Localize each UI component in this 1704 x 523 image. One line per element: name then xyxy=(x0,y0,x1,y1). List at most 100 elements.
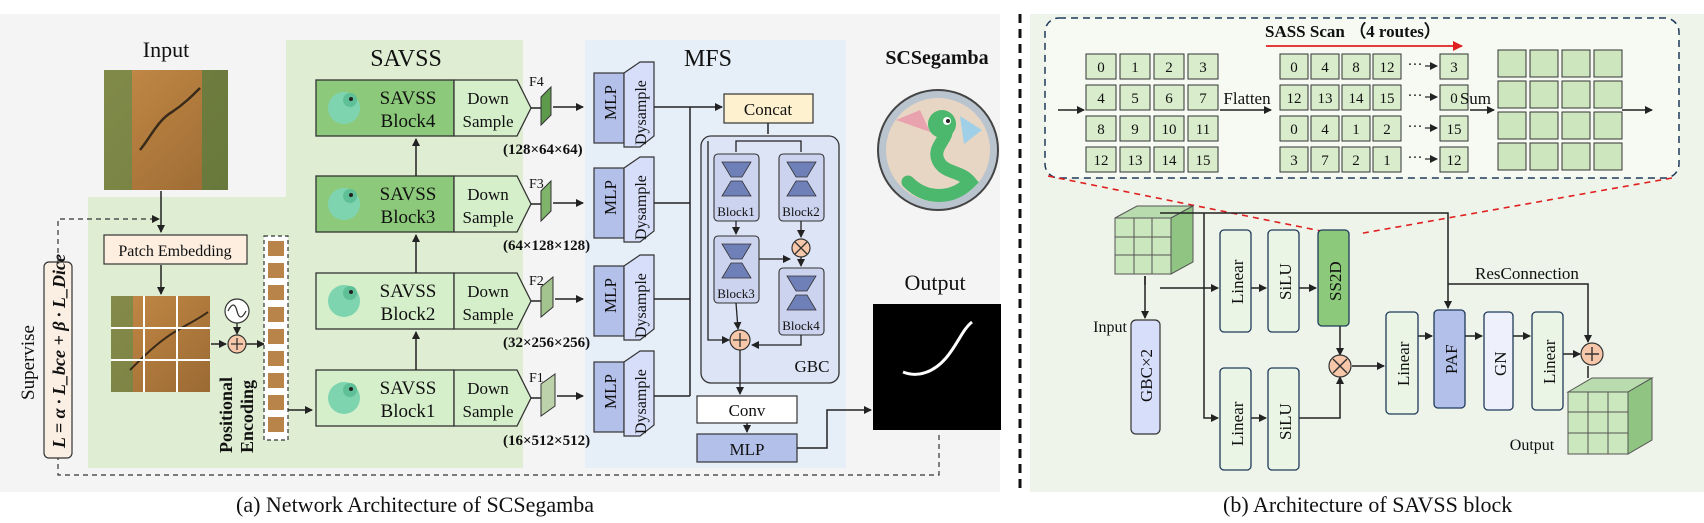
caption-a: (a) Network Architecture of SCSegamba xyxy=(236,492,594,517)
route-end: 15 xyxy=(1447,122,1462,138)
grid-cell: 12 xyxy=(1094,153,1109,169)
savss-4-name: SAVSS xyxy=(380,88,437,109)
gbc-x2-box xyxy=(1130,319,1161,435)
savss-4-block: Block4 xyxy=(381,111,436,132)
gbc-label: GBC xyxy=(795,357,830,376)
grid-cell: 0 xyxy=(1097,60,1105,76)
dysample-2-label: Dysample xyxy=(633,273,650,338)
patch-embedding-box xyxy=(103,234,248,265)
input-title: Input xyxy=(143,37,189,62)
gbc-block-4: Block4 xyxy=(778,267,825,336)
route-end: 3 xyxy=(1450,60,1458,76)
route-cell: 14 xyxy=(1349,91,1365,107)
route-cell: 4 xyxy=(1321,60,1329,76)
ss2d-label: SS2D xyxy=(1326,261,1345,301)
f1-label: F1 xyxy=(529,371,544,386)
route-cell: 2 xyxy=(1383,122,1391,138)
savss-block-2: SAVSS Block2 Down Sample xyxy=(315,272,532,330)
f3-label: F3 xyxy=(529,177,544,192)
positional-encoding-line2: Encoding xyxy=(237,380,257,453)
feature-map-4: F4 xyxy=(529,75,584,127)
gbc-block-1: Block1 xyxy=(713,153,760,222)
route-cell: 8 xyxy=(1352,60,1360,76)
mfs-title: MFS xyxy=(684,46,732,72)
dim-f4: (128×64×64) xyxy=(503,142,583,158)
concat-label: Concat xyxy=(744,100,792,119)
mlp-2-label: MLP xyxy=(601,278,620,313)
token-strip xyxy=(263,235,289,441)
route-cell: 0 xyxy=(1290,60,1298,76)
route-cell: 1 xyxy=(1383,153,1391,169)
down-1-line2: Sample xyxy=(463,402,514,421)
down-4-line2: Sample xyxy=(463,112,514,131)
paf-label: PAF xyxy=(1442,344,1461,374)
snake-icon xyxy=(328,382,360,414)
savss-3-name: SAVSS xyxy=(380,184,437,205)
loss-formula: L = α · L_bce + β · L_Dice xyxy=(49,254,69,449)
final-mlp-label: MLP xyxy=(730,440,765,459)
route-cell: 12 xyxy=(1287,91,1302,107)
grid-cell: 1 xyxy=(1131,60,1139,76)
sass-title: SASS Scan （4 routes） xyxy=(1265,21,1441,41)
mlp-dysample-3: MLP Dysample xyxy=(593,156,655,243)
ss2d-box xyxy=(1317,229,1350,327)
route-dots: ··· xyxy=(1408,57,1423,73)
savss-1-name: SAVSS xyxy=(380,378,437,399)
route-end: 12 xyxy=(1447,153,1462,169)
flatten-label: Flatten xyxy=(1223,89,1271,108)
positional-encoding-line1: Positional xyxy=(216,377,236,453)
gbc-block-1-label: Block1 xyxy=(717,204,755,219)
mlp-dysample-1: MLP Dysample xyxy=(593,350,655,437)
down-2-line1: Down xyxy=(467,282,509,301)
savss-3-block: Block3 xyxy=(381,207,436,228)
route-dots: ··· xyxy=(1408,150,1423,166)
route-dots: ··· xyxy=(1408,119,1423,135)
silu-top-box xyxy=(1267,229,1300,333)
savss-2-block: Block2 xyxy=(381,304,436,325)
mlp-3-label: MLP xyxy=(601,180,620,215)
route-cell: 13 xyxy=(1318,91,1333,107)
zoom-lines xyxy=(1047,175,1673,235)
silu-top-label: SiLU xyxy=(1276,263,1295,300)
route-cell: 15 xyxy=(1380,91,1395,107)
dim-f2: (32×256×256) xyxy=(503,335,590,351)
dysample-4-label: Dysample xyxy=(633,80,650,145)
silu-bottom-box xyxy=(1267,367,1300,471)
route-cell: 2 xyxy=(1352,153,1360,169)
snake-icon xyxy=(328,92,360,124)
snake-icon xyxy=(328,188,360,220)
input-image xyxy=(104,70,228,190)
down-3-line2: Sample xyxy=(463,208,514,227)
concat-box xyxy=(723,93,814,124)
dim-f1: (16×512×512) xyxy=(503,433,590,449)
route-cell: 7 xyxy=(1321,153,1329,169)
linear-bottom-label: Linear xyxy=(1228,401,1247,446)
linear-last-label: Linear xyxy=(1540,339,1559,384)
scan-routes: 0 4 8 12 ··· 3 12 13 14 15 ··· 0 0 4 1 2… xyxy=(1279,53,1469,173)
down-2-line2: Sample xyxy=(463,305,514,324)
panel-a: Input SAVSS MFS SCSegamba Output Patch E… xyxy=(0,14,1001,492)
linear-mid-label: Linear xyxy=(1394,341,1413,386)
panel-b: SASS Scan （4 routes） 0 1 2 3 4 5 6 7 8 9 xyxy=(1030,14,1704,492)
gbc-block-3-label: Block3 xyxy=(717,286,755,301)
grid-cell: 7 xyxy=(1199,91,1207,107)
route-cell: 0 xyxy=(1290,122,1298,138)
grid-cell: 8 xyxy=(1097,122,1105,138)
savss-block-3: SAVSS Block3 Down Sample xyxy=(315,175,532,233)
gbc-block-4-label: Block4 xyxy=(782,318,820,333)
savss-2-name: SAVSS xyxy=(380,281,437,302)
brand-title: SCSegamba xyxy=(885,47,988,69)
gbc-block-2: Block2 xyxy=(778,153,825,222)
grid-cell: 4 xyxy=(1097,91,1105,107)
grid-cell: 3 xyxy=(1199,60,1207,76)
gbc-block-2-label: Block2 xyxy=(782,204,820,219)
output-token-grid xyxy=(1497,49,1623,171)
mlp-dysample-4: MLP Dysample xyxy=(593,61,655,148)
output-label: Output xyxy=(1510,437,1555,454)
gn-label: GN xyxy=(1491,351,1510,376)
patched-image xyxy=(111,296,210,392)
grid-cell: 15 xyxy=(1196,153,1211,169)
dysample-1-label: Dysample xyxy=(633,369,650,434)
conv-label: Conv xyxy=(729,401,766,420)
